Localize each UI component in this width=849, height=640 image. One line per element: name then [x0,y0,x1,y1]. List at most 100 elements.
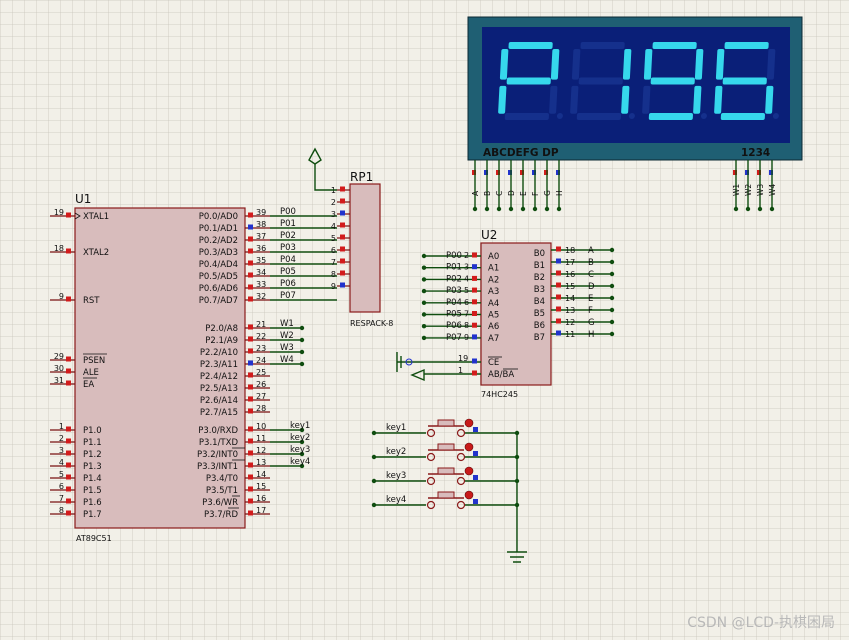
u2-pin-net-label: P04 [446,298,462,308]
switch-state-icon [464,418,474,428]
junction-dot [472,206,478,212]
display-seg-pin-label: A [471,190,480,196]
net-label: W2 [280,331,294,341]
u2-pin-number: 3 [464,263,469,272]
segment-d [504,113,549,120]
rp1-pin-number: 4 [331,222,336,231]
segment-e [570,85,579,114]
junction-dot [421,300,427,305]
u1-pin-name: P0.6/AD6 [199,284,238,294]
switch-contact [426,452,436,462]
pin-marker [473,427,478,432]
pin-marker [556,318,561,324]
pin-marker [248,324,253,330]
junction-dot [609,295,615,301]
junction-dot [769,206,775,212]
junction-dot [609,259,615,265]
u2-pin-number: 2 [464,251,469,260]
switch-button[interactable] [437,419,455,427]
u1-pin-name: XTAL2 [83,248,109,258]
pin-marker [66,498,71,504]
u2-pin-number: 11 [565,330,575,339]
u2-pin-net-label: H [588,330,594,340]
segment-b [622,49,632,80]
junction-dot [508,206,514,212]
u2-pin-net-label: A [588,246,594,256]
u1-pin-name: P1.4 [83,474,102,484]
switch-contact [456,500,466,510]
segment-a [724,42,769,49]
junction-dot [421,312,427,317]
switch-button[interactable] [437,467,455,475]
u2-pin-number: 4 [464,274,469,283]
rp1-pin-number: 6 [331,246,336,255]
key-switch-1[interactable]: key1 [371,418,520,438]
segment-d [720,113,765,120]
u2-pin-number: 1 [458,366,463,375]
segment-pins-label: ABCDEFG DP [483,147,559,159]
display-digit-pin-label: W4 [768,184,777,196]
u1-pin-number: 4 [59,458,64,467]
key-ground-icon [507,433,527,563]
switch-button[interactable] [437,443,455,451]
u1-pin-number: 24 [256,356,266,365]
u2-pin-net-label: B [588,258,594,268]
probe-icon [405,358,413,366]
u2-pin-name: AB/BA [488,370,514,380]
segment-dp [700,113,707,119]
u1-pin-number: 7 [59,494,64,503]
segment-b [550,49,560,80]
key-switch-3[interactable]: key3 [371,466,520,486]
pin-marker [472,322,477,328]
switch-button[interactable] [437,491,455,499]
u1-pin-number: 16 [256,494,266,503]
segment-c [621,85,630,114]
u2-pin-number: 18 [565,246,575,255]
pin-marker [556,246,561,252]
pin-marker [248,510,253,516]
u1-pin-name: P3.1/TXD [199,438,239,448]
u1-pin-name: P3.7/RD [204,510,238,520]
pin-marker [532,170,536,175]
u2-pin-name: B5 [534,309,545,319]
u1-pin-name: P1.1 [83,438,102,448]
u1-pin-name: P0.4/AD4 [199,260,238,270]
u1-pin-number: 1 [59,422,64,431]
pin-marker [248,372,253,378]
u1-pin-number: 6 [59,482,64,491]
switch-contact [426,428,436,438]
switch-contact [456,476,466,486]
u2-pin-net-label: P07 [446,333,462,343]
pin-marker [472,287,477,293]
u2-pin-number: 5 [464,286,469,295]
key-switch-2[interactable]: key2 [371,442,520,462]
junction-dot [421,288,427,294]
u2-pin-name: B2 [534,273,545,283]
u1-pin-number: 14 [256,470,266,479]
display-seg-pin-label: C [495,191,504,196]
display-seg-pin-label: F [531,192,540,196]
u1-pin-name: P1.5 [83,486,102,496]
rp1-pin-number: 5 [331,234,336,243]
u1-pin-name: P1.3 [83,462,102,472]
u2-pin-name: A4 [488,299,499,309]
u1-pin-number: 15 [256,482,266,491]
u1-pin-name: XTAL1 [83,212,109,222]
u2-pin-number: 12 [565,318,575,327]
u2-pin-name: B3 [534,285,545,295]
key-net-label: key3 [386,471,406,481]
pin-marker [248,438,253,444]
u1-pin-name: P0.1/AD1 [199,224,238,234]
pin-marker [473,499,478,504]
segment-dp [556,113,563,119]
u2-pin-number: 14 [565,294,575,303]
segment-g [506,77,551,85]
junction-dot [745,206,751,212]
